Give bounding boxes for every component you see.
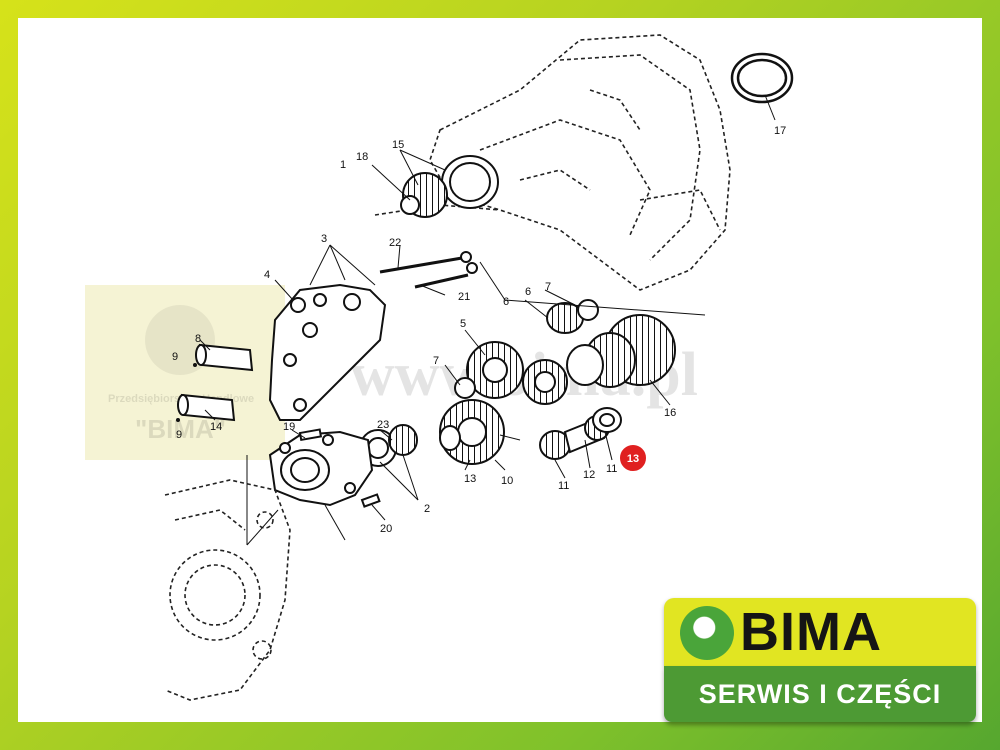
logo-tagline: SERWIS I CZĘŚCI <box>698 679 942 709</box>
pins-part-8-14 <box>177 343 254 422</box>
gear-part-10 <box>439 399 505 465</box>
label-part-12: 12 <box>583 469 595 481</box>
label-part-8: 8 <box>195 333 201 345</box>
label-part-16: 16 <box>664 407 676 419</box>
highlight-circle <box>618 443 648 473</box>
ball-part-9b <box>176 418 180 422</box>
gear-part-5 <box>466 341 524 399</box>
label-part-18: 18 <box>356 151 368 163</box>
label-part-3: 3 <box>321 233 327 245</box>
gear-cluster-part-16 <box>522 299 676 405</box>
label-part-17: 17 <box>774 125 786 137</box>
label-part-7a: 7 <box>545 281 551 293</box>
leader-lines <box>199 149 706 546</box>
screws-part-19-20 <box>298 428 381 508</box>
label-part-19: 19 <box>283 421 295 433</box>
logo-bottom-panel: SERWIS I CZĘŚCI <box>664 666 976 722</box>
label-part-22: 22 <box>389 237 401 249</box>
label-part-14: 14 <box>210 421 222 433</box>
label-part-11b: 11 <box>606 463 617 475</box>
label-part-1: 1 <box>340 159 346 171</box>
shaft-part-12 <box>539 407 622 460</box>
part-labels: 1 2 3 4 5 6 6 7 7 8 9 9 10 11 11 12 13 1… <box>172 125 786 535</box>
label-part-2: 2 <box>424 503 430 515</box>
label-part-15: 15 <box>392 139 404 151</box>
washer-part-7b <box>454 377 476 399</box>
bima-logo: BIMA SERWIS I CZĘŚCI <box>664 598 976 728</box>
gearbox-casing <box>164 479 291 701</box>
label-part-20: 20 <box>380 523 392 535</box>
bearing-part-15 <box>400 155 499 218</box>
circlip-part-17 <box>730 52 794 104</box>
highlighted-part-marker: 13 <box>618 443 648 473</box>
label-part-9b: 9 <box>176 429 182 441</box>
bearing-part-2 <box>359 424 418 467</box>
side-plate-part-3 <box>268 283 387 421</box>
label-part-6b: 6 <box>525 286 531 298</box>
logo-top-panel: BIMA <box>664 598 976 666</box>
flange-part-1 <box>268 430 374 507</box>
label-part-4: 4 <box>264 269 270 281</box>
logo-name: BIMA <box>740 602 882 662</box>
label-part-10: 10 <box>501 475 513 487</box>
highlight-label: 13 <box>627 453 639 465</box>
watermark-company-name: "BIMA" <box>135 414 226 444</box>
bolts-part-21-22 <box>379 256 469 289</box>
label-part-6a: 6 <box>503 296 509 308</box>
label-part-5: 5 <box>460 318 466 330</box>
label-part-21: 21 <box>458 291 470 303</box>
watermark-backdrop <box>85 285 285 460</box>
label-part-11a: 11 <box>558 480 569 492</box>
label-part-13: 13 <box>464 473 476 485</box>
logo-ball-icon <box>680 606 734 660</box>
ball-part-9a <box>193 363 197 367</box>
label-part-23: 23 <box>377 419 389 431</box>
label-part-7b: 7 <box>433 355 439 367</box>
label-part-9a: 9 <box>172 351 178 363</box>
